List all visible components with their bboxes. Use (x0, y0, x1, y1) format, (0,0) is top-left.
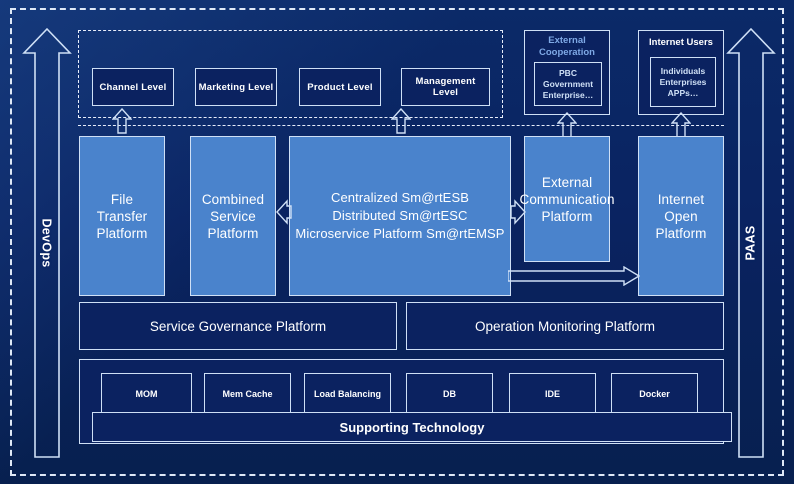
internet-users-inner[interactable]: Individuals Enterprises APPs… (650, 57, 716, 107)
tech-chip-db[interactable]: DB (406, 373, 493, 415)
up-arrow-channel (112, 108, 132, 134)
external-cooperation-inner[interactable]: PBC Government Enterprise… (534, 62, 602, 106)
level-chip-marketing[interactable]: Marketing Level (195, 68, 277, 106)
level-chip-product[interactable]: Product Level (299, 68, 381, 106)
external-cooperation-title-line1: External (548, 35, 586, 46)
external-cooperation-title-line2: Cooperation (539, 47, 595, 58)
levels-platforms-separator (78, 125, 724, 126)
tech-chip-mom[interactable]: MOM (101, 373, 192, 415)
external-cooperation-title: External Cooperation (525, 35, 609, 59)
internet-users-title-line1: Internet Users (649, 37, 713, 48)
business-levels-container (78, 30, 503, 118)
paas-arrow: PAAS (726, 27, 776, 459)
paas-arrow-label-wrap: PAAS (726, 27, 776, 459)
internet-users-group: Internet Users Individuals Enterprises A… (638, 30, 724, 115)
level-chip-channel[interactable]: Channel Level (92, 68, 174, 106)
left-pointing-arrow-combined-to-center (276, 198, 292, 226)
paas-arrow-label: PAAS (743, 225, 758, 261)
supporting-technology-bar[interactable]: Supporting Technology (92, 412, 732, 442)
devops-arrow: DevOps (22, 27, 72, 459)
right-pointing-arrow-center-to-external (510, 198, 526, 226)
external-cooperation-group: External Cooperation PBC Government Ente… (524, 30, 610, 115)
devops-arrow-label: DevOps (39, 218, 54, 268)
up-arrow-management (391, 108, 411, 134)
tech-chip-mem-cache[interactable]: Mem Cache (204, 373, 291, 415)
platform-esb-esc-emsp[interactable]: Centralized Sm@rtESB Distributed Sm@rtES… (289, 136, 511, 296)
devops-arrow-label-wrap: DevOps (22, 27, 72, 459)
outer-dashed-frame (10, 8, 784, 476)
long-right-arrow-to-internet-open (508, 266, 640, 286)
up-arrow-internet-users (671, 112, 691, 138)
level-chip-management[interactable]: Management Level (401, 68, 490, 106)
platform-external-communication[interactable]: External Communication Platform (519, 136, 614, 262)
band-service-governance[interactable]: Service Governance Platform (79, 302, 397, 350)
tech-chip-load-balancing[interactable]: Load Balancing (304, 373, 391, 415)
band-operation-monitoring[interactable]: Operation Monitoring Platform (406, 302, 724, 350)
platform-combined-service[interactable]: Combined Service Platform (190, 136, 276, 296)
up-arrow-external-cooperation (557, 112, 577, 138)
platform-internet-open[interactable]: Internet Open Platform (638, 136, 724, 296)
platform-file-transfer[interactable]: File Transfer Platform (79, 136, 165, 296)
tech-chip-ide[interactable]: IDE (509, 373, 596, 415)
tech-chip-docker[interactable]: Docker (611, 373, 698, 415)
internet-users-title: Internet Users (639, 37, 723, 49)
